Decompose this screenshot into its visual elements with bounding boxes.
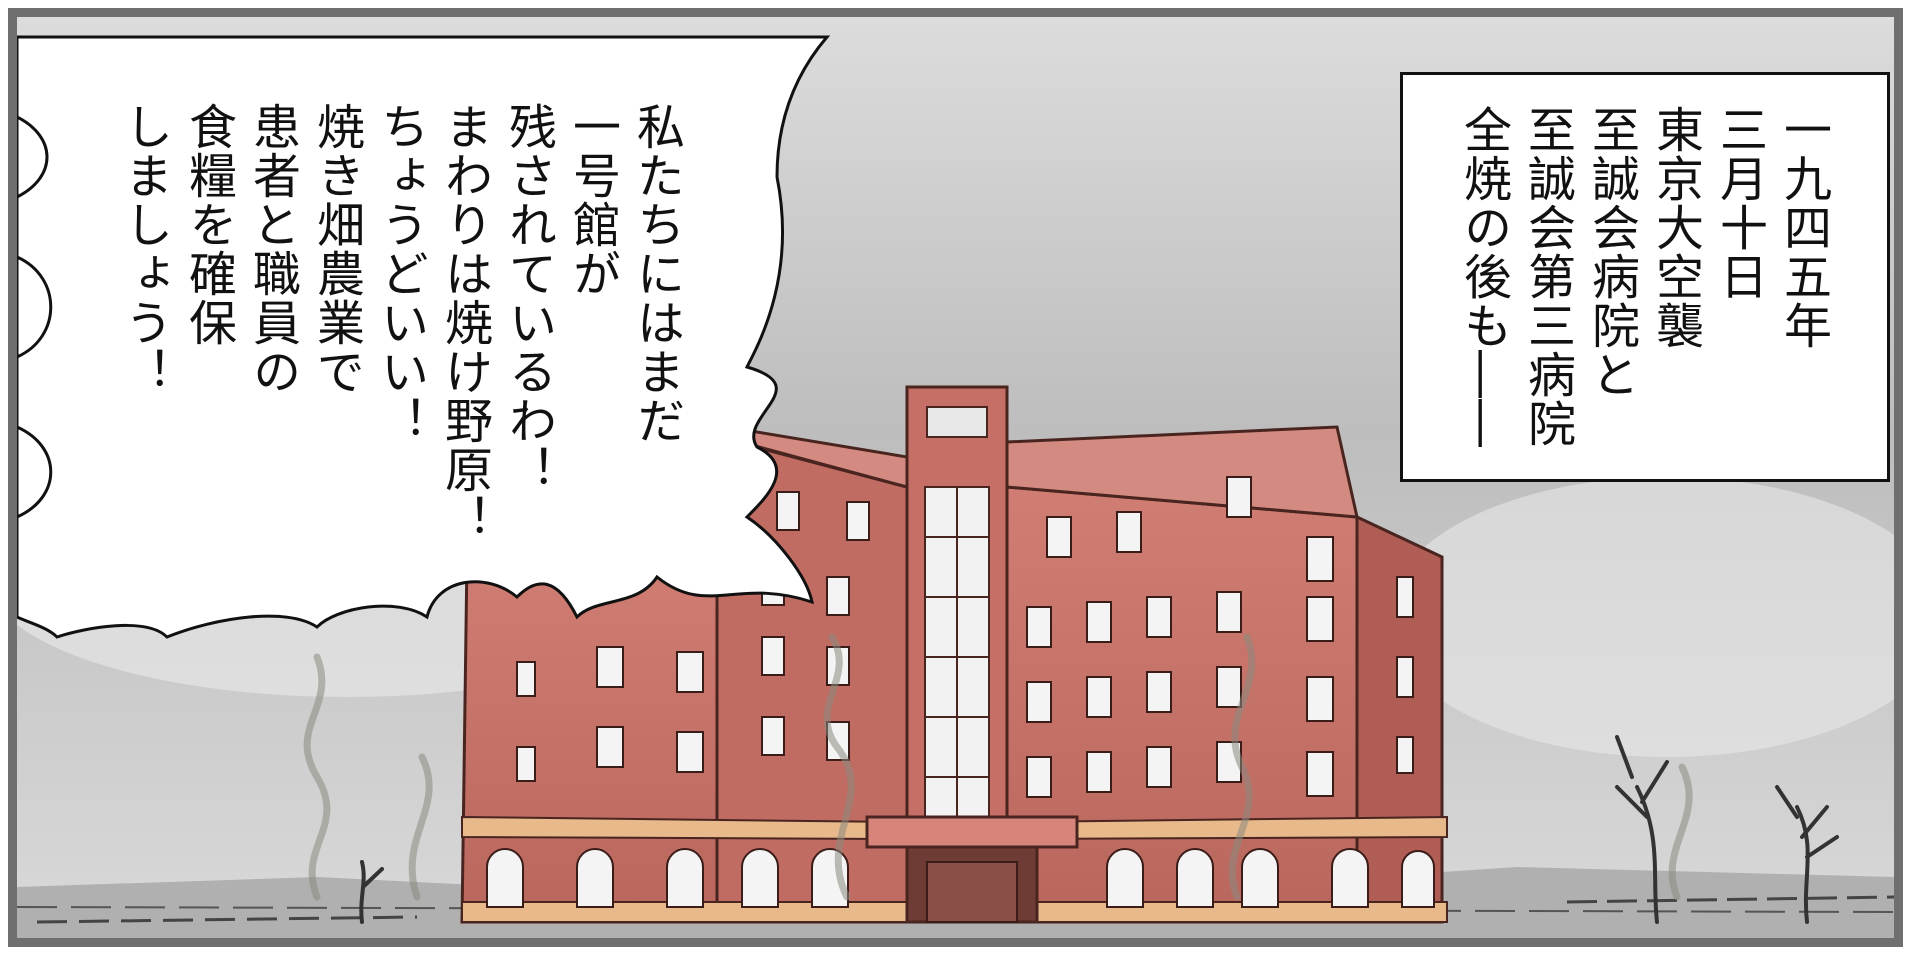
speech-line: 焼き畑農業で: [308, 102, 364, 396]
speech-line: 患者と職員の: [244, 102, 300, 396]
burnt-tree-illustration: [359, 735, 1839, 924]
caption-line: 至誠会第三病院: [1519, 105, 1575, 448]
caption-line: 全焼の後も――: [1455, 105, 1511, 448]
speech-line: しましょう！: [116, 102, 172, 396]
narration-caption-box: 一九四五年 三月十日 東京大空襲 至誠会病院と 至誠会第三病院 全焼の後も――: [1400, 72, 1890, 482]
speech-line: 残されているわ！: [500, 102, 556, 494]
speech-line: まわりは焼け野原！: [436, 102, 492, 543]
caption-line: 東京大空襲: [1647, 105, 1703, 350]
speech-line: 食糧を確保: [180, 102, 236, 347]
speech-line: 一号館が: [564, 102, 620, 298]
speech-bubble-text: 私たちにはまだ 一号館が 残されているわ！ まわりは焼け野原！ ちょうどいい！ …: [112, 102, 688, 572]
speech-line: 私たちにはまだ: [628, 102, 684, 445]
speech-bubble: [17, 35, 831, 639]
caption-line: 三月十日: [1711, 105, 1767, 301]
smoke-wisp-illustration: [303, 633, 1693, 901]
caption-line: 至誠会病院と: [1583, 105, 1639, 399]
narration-caption-text: 一九四五年 三月十日 東京大空襲 至誠会病院と 至誠会第三病院 全焼の後も――: [1451, 105, 1835, 465]
comic-panel: 私たちにはまだ 一号館が 残されているわ！ まわりは焼け野原！ ちょうどいい！ …: [8, 8, 1903, 947]
caption-line: 一九四五年: [1775, 105, 1831, 350]
hospital-building-illustration: [460, 385, 1448, 924]
speech-line: ちょうどいい！: [372, 102, 428, 445]
